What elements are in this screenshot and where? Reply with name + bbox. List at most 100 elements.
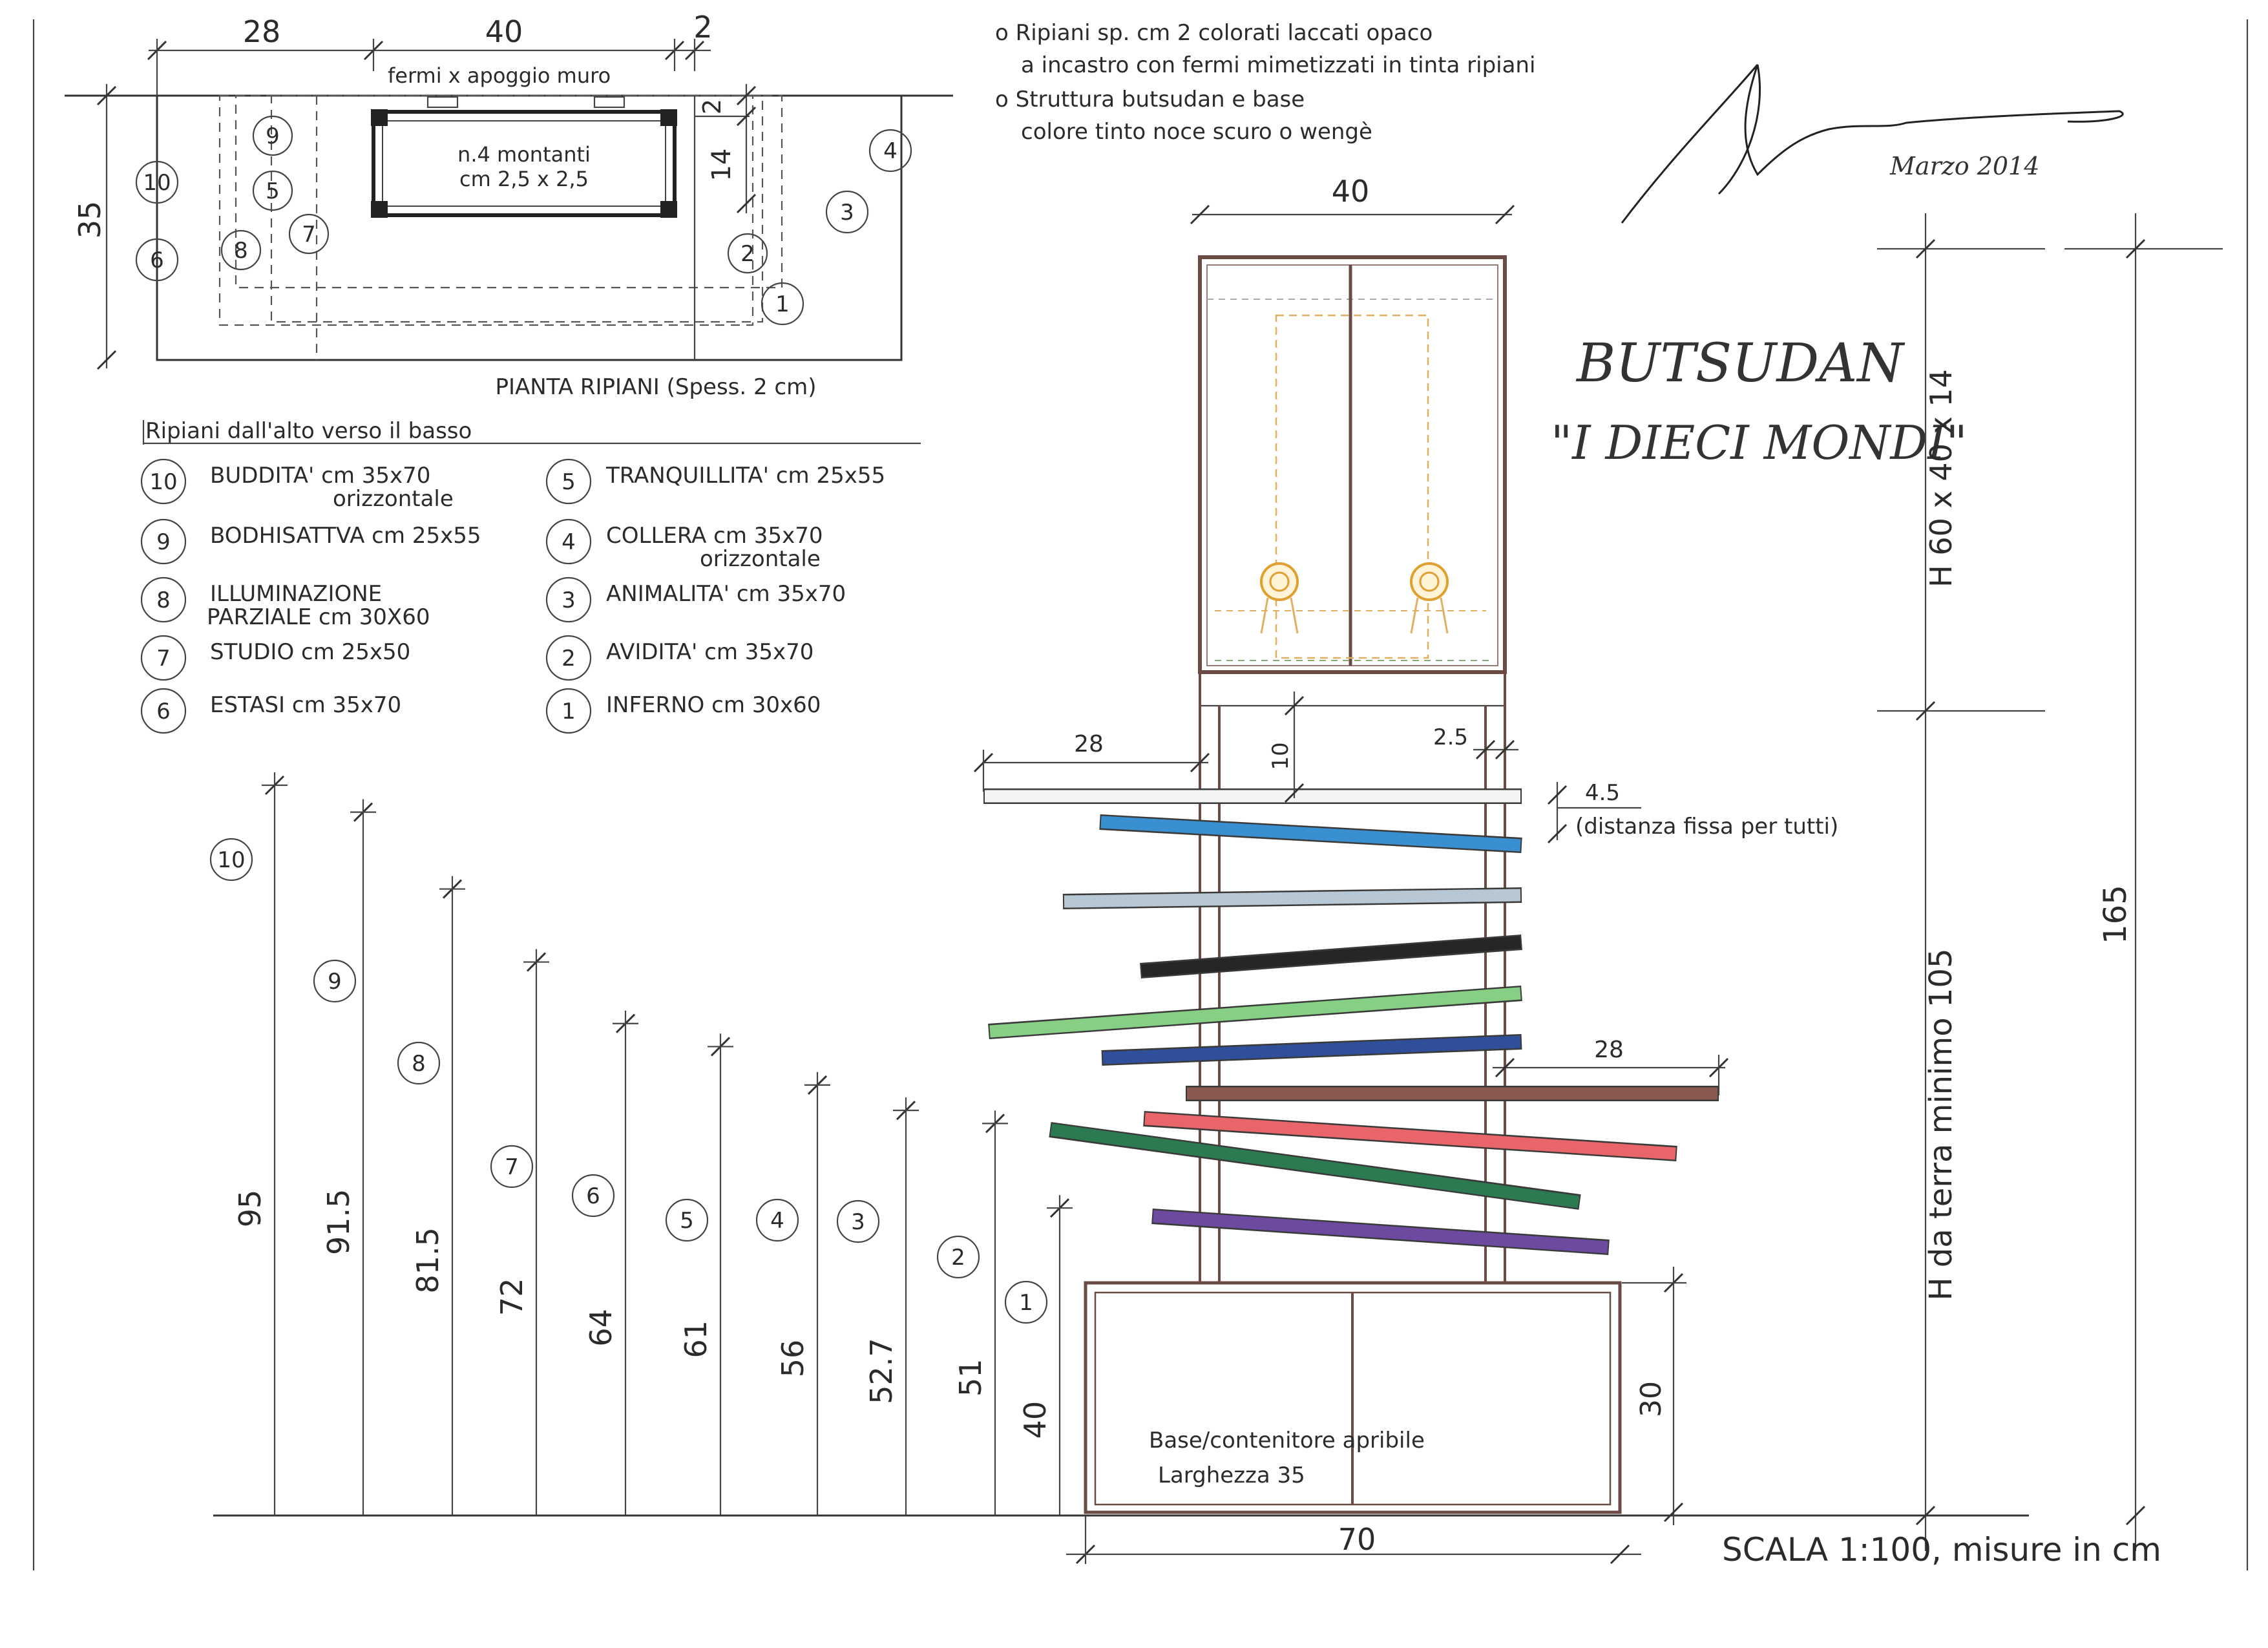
knob-legs: [1260, 597, 1449, 634]
height-number: 3: [851, 1209, 865, 1235]
knob-right-icon: [1410, 562, 1449, 601]
shelf-9: [1100, 816, 1521, 852]
height-number: 2: [951, 1245, 965, 1271]
plan-marker-circle: [825, 190, 869, 234]
legend-item-subtext: orizzontale: [700, 546, 821, 572]
height-number: 1: [1019, 1290, 1033, 1316]
shelf-8: [1064, 889, 1521, 908]
height-number: 5: [680, 1208, 694, 1234]
title-line-2: "I DIECI MONDI": [1551, 416, 1968, 470]
signature-stroke: [1621, 64, 2124, 224]
plan-marker-circle: [288, 213, 330, 255]
height-value: 61: [678, 1320, 713, 1358]
legend-number: 10: [149, 469, 177, 495]
height-number-circle: [665, 1198, 709, 1242]
plan-marker: 2: [740, 241, 755, 267]
knob-left-inner: [1269, 571, 1290, 592]
dim-30: 30: [1635, 1381, 1668, 1417]
plan-marker: 10: [143, 170, 171, 196]
shelf-2: [1050, 1123, 1580, 1209]
plan-shelf-outline-c: [270, 94, 764, 323]
legend-number-circle: [140, 688, 187, 734]
height-value: 72: [494, 1278, 529, 1316]
cabinet-frame-inner: [1206, 264, 1498, 666]
legend-number-circle: [545, 635, 592, 681]
legend-number: 9: [156, 529, 171, 555]
title-line-1: BUTSUDAN: [1575, 333, 1906, 394]
plan-outline: [156, 96, 903, 361]
post-corner-bl: [371, 201, 388, 218]
plan-marker-circle: [868, 129, 912, 173]
height-value: 51: [953, 1358, 988, 1397]
note-line-3: o Struttura butsudan e base: [995, 87, 1305, 112]
dim-10: 10: [1268, 742, 1294, 770]
cabinet-dims: H 60 x 40 x 14: [1924, 369, 1958, 587]
legend-number: 6: [156, 699, 171, 724]
plan-marker: 9: [266, 123, 280, 149]
shelf-6: [989, 987, 1521, 1038]
min-height: H da terra minimo 105: [1923, 949, 1959, 1301]
wall-stop-left: [426, 96, 459, 109]
legend-item-subtext: orizzontale: [333, 486, 454, 512]
cabinet-frame: [1198, 255, 1507, 674]
note-line-1: o Ripiani sp. cm 2 colorati laccati opac…: [995, 20, 1433, 46]
plan-marker-circle: [727, 233, 768, 274]
legend-number: 3: [562, 587, 576, 613]
plan-marker-circle: [252, 115, 293, 156]
legend-number-circle: [140, 635, 187, 681]
height-number-circle: [936, 1235, 980, 1279]
plan-dim-35: 35: [72, 201, 107, 239]
post-corner-tr: [660, 109, 677, 126]
plan-marker: 6: [150, 248, 164, 273]
wall-stop-right: [593, 96, 625, 109]
height-number-circle: [755, 1198, 799, 1242]
shelf-5: [1102, 1035, 1521, 1064]
legend-item-text: ANIMALITA' cm 35x70: [606, 581, 846, 607]
legend-item-text: INFERNO cm 30x60: [606, 692, 821, 718]
dim-28-right: 28: [1594, 1037, 1624, 1063]
legend-item-text: BODHISATTVA cm 25x55: [210, 523, 481, 549]
legend-item-text: ESTASI cm 35x70: [210, 692, 401, 718]
height-value: 64: [583, 1309, 618, 1347]
title-block: BUTSUDAN "I DIECI MONDI": [1551, 333, 1968, 470]
plan-dim-14: 14: [707, 149, 737, 182]
plan-view: n.4 montanti cm 2,5 x 2,5 fermi x apoggi…: [65, 10, 953, 400]
plan-marker-circle: [761, 282, 804, 326]
legend-number-circle: [545, 518, 592, 565]
height-number-circle: [571, 1174, 615, 1218]
height-number-circle: [313, 959, 357, 1003]
post-corner-br: [660, 201, 677, 218]
plan-marker: 4: [883, 138, 898, 164]
legend-number: 8: [156, 587, 171, 613]
height-number: 8: [412, 1051, 426, 1077]
dim-2-5: 2.5: [1433, 724, 1468, 750]
plan-shelf-outline-b: [235, 94, 783, 289]
stops-label: fermi x apoggio muro: [388, 63, 611, 88]
posts-frame-inner: [382, 120, 666, 207]
plan-marker-circle: [135, 238, 179, 282]
shelf-1: [1153, 1210, 1608, 1254]
base-label-2: Larghezza 35: [1158, 1463, 1305, 1488]
base-label-1: Base/contenitore apribile: [1149, 1428, 1425, 1453]
height-value: 81.5: [410, 1227, 445, 1293]
spacing-note: (distanza fissa per tutti): [1575, 814, 1838, 840]
height-number-circle: [1004, 1280, 1048, 1324]
height-number: 6: [586, 1183, 600, 1209]
legend-number: 4: [562, 529, 576, 555]
note-line-2: a incastro con fermi mimetizzati in tint…: [1021, 52, 1535, 78]
plan-marker: 3: [840, 200, 854, 226]
scale-note: SCALA 1:100, misure in cm: [1722, 1531, 2161, 1569]
legend-number: 2: [562, 646, 576, 671]
note-line-4: colore tinto noce scuro o wengè: [1021, 119, 1372, 145]
signature: Marzo 2014: [1621, 64, 2124, 224]
dim-40: 40: [1332, 174, 1370, 209]
legend-heading: Ripiani dall'alto verso il basso: [145, 418, 472, 444]
plan-title: PIANTA RIPIANI (Spess. 2 cm): [495, 374, 816, 400]
height-value: 40: [1018, 1401, 1053, 1439]
legend-item-text: COLLERA cm 35x70: [606, 523, 823, 549]
plan-marker-circle: [135, 160, 179, 204]
